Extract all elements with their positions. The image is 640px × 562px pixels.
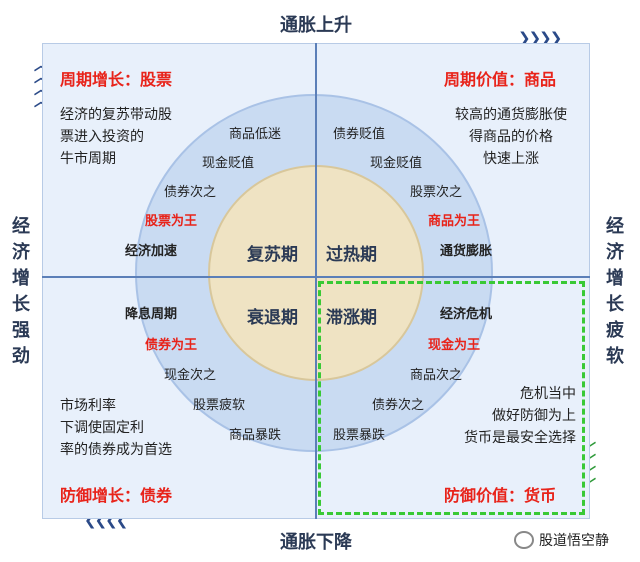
vertical-axis-line [315, 43, 317, 519]
ring-item: 股票次之 [410, 185, 463, 200]
quadrant-title-top-left: 周期增长：股票 [60, 70, 173, 89]
state-label-top-right: 通货膨胀 [440, 244, 493, 259]
chevron-right-icon: ❯❯❯❯ [518, 29, 562, 47]
quadrant-title-bottom-left: 防御增长：债券 [60, 486, 173, 505]
ring-item: 债券贬值 [333, 127, 386, 142]
axis-label-left: 经济增长强劲 [12, 216, 30, 367]
highlight-dashed-box [318, 281, 585, 515]
king-label-bottom-right: 现金为王 [428, 338, 481, 353]
phase-label-top-right: 过热期 [326, 245, 377, 265]
ring-item: 债券次之 [372, 398, 425, 413]
quadrant-desc-top-right: 较高的通货膨胀使 得商品的价格 快速上涨 [445, 104, 577, 170]
quadrant-title-top-right: 周期价值：商品 [444, 70, 557, 89]
axis-label-top: 通胀上升 [280, 15, 352, 36]
desc-line: 市场利率 [60, 398, 116, 414]
phase-label-bottom-left: 衰退期 [247, 308, 298, 328]
quadrant-desc-bottom-left: 市场利率 下调使固定利 率的债券成为首选 [60, 395, 172, 461]
king-label-top-right: 商品为王 [428, 214, 481, 229]
quadrant-title-bottom-right: 防御价值：货币 [444, 486, 557, 505]
watermark-text: 股道悟空静 [539, 533, 609, 549]
king-label-top-left: 股票为王 [145, 214, 198, 229]
ring-item: 商品次之 [410, 368, 463, 383]
state-label-top-left: 经济加速 [125, 244, 178, 259]
desc-line: 票进入投资的 [60, 129, 144, 145]
desc-line: 货币是最安全选择 [464, 430, 576, 446]
desc-line: 经济的复苏带动股 [60, 107, 172, 123]
desc-line: 牛市周期 [60, 151, 116, 167]
desc-line: 率的债券成为首选 [60, 442, 172, 458]
state-label-bottom-left: 降息周期 [125, 307, 178, 322]
quadrant-desc-top-left: 经济的复苏带动股 票进入投资的 牛市周期 [60, 104, 172, 170]
desc-line: 下调使固定利 [60, 420, 144, 436]
axis-label-bottom: 通胀下降 [280, 532, 352, 553]
ring-item: 现金次之 [164, 368, 217, 383]
ring-item: 股票暴跌 [333, 428, 386, 443]
axis-label-right: 经济增长疲软 [606, 216, 624, 367]
quadrant-desc-bottom-right: 危机当中 做好防御为上 货币是最安全选择 [448, 383, 576, 449]
phase-label-top-left: 复苏期 [247, 245, 298, 265]
desc-line: 做好防御为上 [492, 408, 576, 424]
ring-item: 商品低迷 [229, 127, 282, 142]
ring-item: 商品暴跌 [229, 428, 282, 443]
watermark: 股道悟空静 [514, 530, 609, 550]
desc-line: 快速上涨 [483, 151, 539, 167]
desc-line: 得商品的价格 [469, 129, 553, 145]
phase-label-bottom-right: 滞涨期 [326, 308, 377, 328]
wechat-icon [514, 531, 534, 549]
desc-line: 危机当中 [520, 386, 576, 402]
desc-line: 较高的通货膨胀使 [455, 107, 567, 123]
ring-item: 股票疲软 [193, 398, 246, 413]
ring-item: 债券次之 [164, 185, 217, 200]
state-label-bottom-right: 经济危机 [440, 307, 493, 322]
ring-item: 现金贬值 [202, 156, 255, 171]
king-label-bottom-left: 债券为王 [145, 338, 198, 353]
ring-item: 现金贬值 [370, 156, 423, 171]
